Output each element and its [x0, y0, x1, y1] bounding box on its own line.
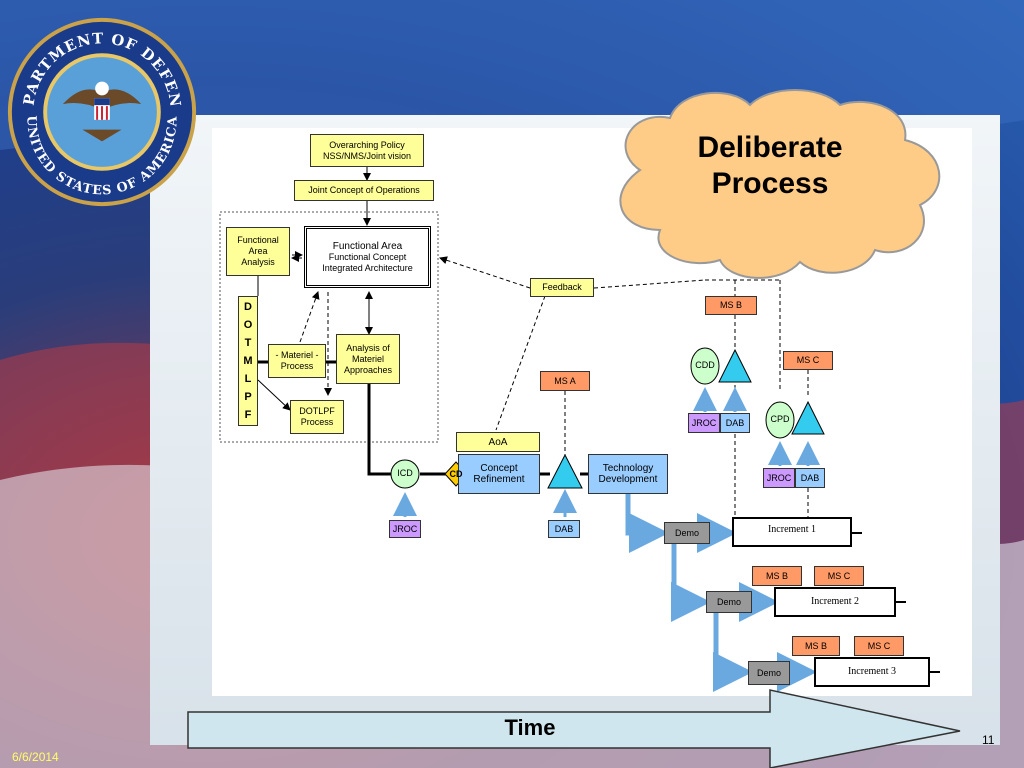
demo-box-2: Demo	[706, 591, 752, 613]
dab-box-cdd: DAB	[720, 413, 750, 433]
jroc-box-cdd: JROC	[688, 413, 720, 433]
jroc-box-icd: JROC	[389, 520, 421, 538]
ms-c-box-top: MS C	[783, 351, 833, 370]
increment-3-box: Increment 3	[814, 657, 930, 687]
joint-concept-box: Joint Concept of Operations	[294, 180, 434, 201]
jroc-box-cpd: JROC	[763, 468, 795, 488]
aoa-box: AoA	[456, 432, 540, 452]
increment-1-box: Increment 1	[732, 517, 852, 547]
ms-b-box-inc3: MS B	[792, 636, 840, 656]
slide-number: 11	[982, 733, 995, 747]
ms-c-box-inc3: MS C	[854, 636, 904, 656]
dab-box-cpd: DAB	[795, 468, 825, 488]
feedback-box: Feedback	[530, 278, 594, 297]
time-arrow-label: Time	[504, 715, 556, 740]
increment-2-box: Increment 2	[774, 587, 896, 617]
ms-b-box-top: MS B	[705, 296, 757, 315]
demo-box-3: Demo	[748, 661, 790, 685]
ms-c-box-inc2: MS C	[814, 566, 864, 586]
dab-box-msa: DAB	[548, 520, 580, 538]
demo-box-1: Demo	[664, 522, 710, 544]
cloud-title: Deliberate Process	[697, 131, 843, 200]
slide-date: 6/6/2014	[12, 750, 59, 764]
materiel-process-box: - Materiel -Process	[268, 344, 326, 378]
ms-b-box-inc2: MS B	[752, 566, 802, 586]
cd-label: CD	[449, 469, 463, 479]
dod-seal-logo: DEPARTMENT OF DEFENSE UNITED STATES OF A…	[4, 14, 197, 207]
icd-label: ICD	[397, 468, 413, 478]
ms-a-box: MS A	[540, 371, 590, 391]
cdd-label: CDD	[695, 360, 715, 370]
cpd-label: CPD	[770, 414, 790, 424]
